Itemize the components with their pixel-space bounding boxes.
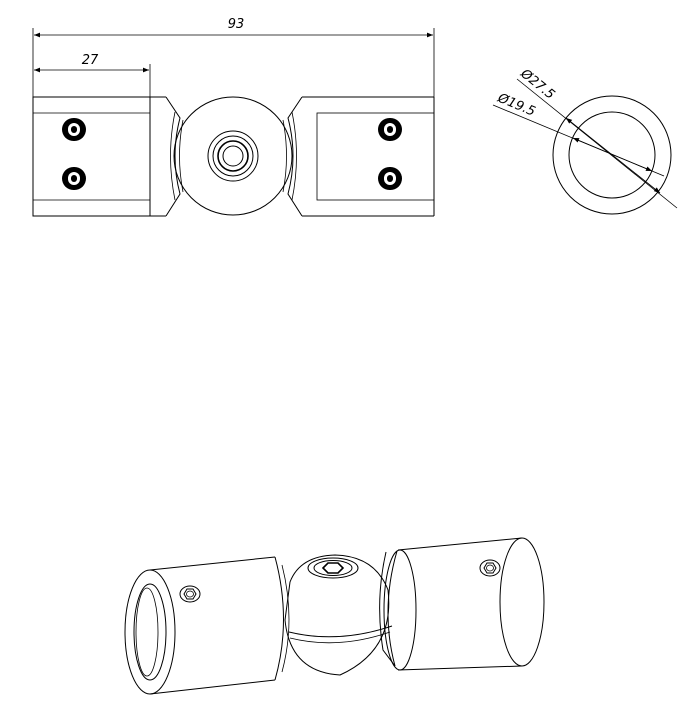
iso-left-sleeve bbox=[124, 556, 290, 695]
dimension-27-label: 27 bbox=[82, 53, 99, 68]
iso-right-sleeve bbox=[379, 537, 545, 671]
dimension-overall-length: 93 bbox=[32, 17, 435, 97]
dimension-outer-diameter-label: Ø27.5 bbox=[517, 66, 558, 103]
dimension-sleeve-length: 27 bbox=[34, 53, 151, 97]
isometric-view bbox=[124, 537, 545, 695]
left-screw-bottom bbox=[62, 167, 86, 190]
ball-joint bbox=[173, 96, 293, 216]
front-view: 93 27 bbox=[32, 17, 435, 217]
right-sleeve bbox=[287, 96, 435, 217]
right-screw-bottom bbox=[378, 167, 402, 190]
dimension-inner-diameter: Ø19.5 bbox=[492, 90, 665, 177]
dimension-93-label: 93 bbox=[228, 17, 245, 32]
left-sleeve bbox=[32, 96, 181, 217]
right-screw-top bbox=[378, 118, 402, 141]
left-screw-top bbox=[62, 118, 86, 141]
dimension-inner-diameter-label: Ø19.5 bbox=[495, 90, 538, 119]
iso-ball-joint bbox=[284, 554, 393, 676]
side-view: Ø27.5 Ø19.5 bbox=[492, 66, 678, 215]
dimension-outer-diameter: Ø27.5 bbox=[517, 66, 678, 209]
